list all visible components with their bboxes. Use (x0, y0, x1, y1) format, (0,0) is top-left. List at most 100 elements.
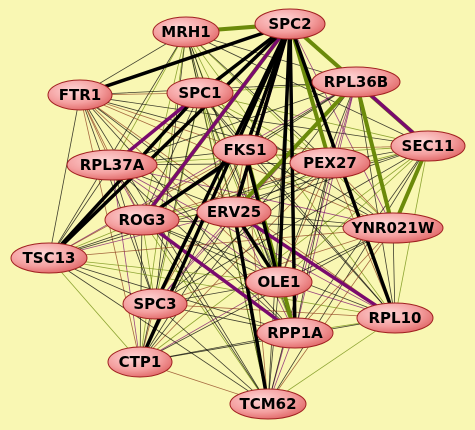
node-label: PEX27 (303, 154, 357, 172)
node-ellipse (152, 16, 220, 48)
node-sec11[interactable]: SEC11 (390, 130, 466, 162)
node-label: MRH1 (161, 23, 210, 41)
node-ellipse (66, 149, 158, 181)
node-ellipse (47, 79, 113, 111)
node-ellipse (166, 77, 234, 109)
network-edge (139, 211, 235, 363)
node-label: RPL36B (324, 73, 388, 91)
network-edge-heavy (47, 22, 292, 260)
node-ellipse (245, 266, 313, 298)
network-edge (48, 227, 394, 259)
node-ellipse (10, 242, 88, 274)
network-edge (199, 92, 429, 147)
network-edge (294, 162, 331, 334)
node-label: TCM62 (239, 395, 296, 413)
node-fks1[interactable]: FKS1 (212, 134, 278, 166)
network-edge (199, 92, 396, 319)
node-spc1[interactable]: SPC1 (166, 77, 234, 109)
node-ellipse (356, 302, 434, 334)
network-edge (48, 257, 269, 405)
node-label: OLE1 (258, 273, 301, 291)
node-label: TSC13 (23, 249, 76, 267)
node-pex27[interactable]: PEX27 (289, 147, 371, 179)
network-edge (154, 162, 331, 305)
node-label: SPC3 (133, 295, 176, 313)
node-rog3[interactable]: ROG3 (104, 204, 180, 236)
network-edge-heavy (277, 22, 292, 284)
network-edge (141, 145, 429, 221)
node-label: SEC11 (402, 137, 455, 155)
node-spc3[interactable]: SPC3 (122, 288, 188, 320)
network-edge (154, 31, 187, 305)
network-edge (154, 303, 269, 405)
node-rpl36b[interactable]: RPL36B (311, 66, 401, 98)
node-spc2[interactable]: SPC2 (254, 8, 326, 40)
network-edge (139, 281, 280, 363)
network-edge-strong (140, 218, 297, 335)
network-edge (79, 94, 156, 305)
node-rpl37a[interactable]: RPL37A (66, 149, 158, 181)
node-ellipse (196, 196, 272, 228)
network-edge (199, 92, 269, 405)
node-ellipse (289, 147, 371, 179)
network-edge (154, 303, 396, 319)
network-edge (111, 164, 394, 229)
node-tcm62[interactable]: TCM62 (229, 388, 307, 420)
network-edge (111, 164, 296, 334)
node-ellipse (104, 204, 180, 236)
node-erv25[interactable]: ERV25 (196, 196, 272, 228)
network-edge (48, 257, 141, 363)
node-label: ROG3 (118, 211, 165, 229)
network-edge (278, 162, 331, 283)
node-ellipse (122, 288, 188, 320)
network-edge (185, 31, 394, 229)
node-mrh1[interactable]: MRH1 (152, 16, 220, 48)
network-edge (267, 317, 396, 405)
network-edge (48, 81, 357, 259)
node-label: FTR1 (59, 86, 101, 104)
node-label: SPC2 (268, 15, 311, 33)
node-ellipse (254, 8, 326, 40)
network-edge (48, 164, 113, 259)
node-label: SPC1 (178, 84, 221, 102)
node-ellipse (107, 346, 173, 378)
node-label: CTP1 (119, 353, 162, 371)
node-ynr021w[interactable]: YNR021W (342, 212, 444, 244)
node-ellipse (229, 388, 307, 420)
network-edge (267, 145, 429, 405)
network-edge-strong (232, 210, 397, 320)
node-rpl10[interactable]: RPL10 (356, 302, 434, 334)
network-edge-heavy (232, 22, 292, 214)
network-edge (48, 257, 280, 283)
node-ole1[interactable]: OLE1 (245, 266, 313, 298)
node-ftr1[interactable]: FTR1 (47, 79, 113, 111)
node-ellipse (256, 317, 334, 349)
node-label: RPL37A (80, 156, 145, 174)
network-edge (48, 31, 187, 259)
node-label: RPP1A (267, 324, 323, 342)
node-ellipse (212, 134, 278, 166)
network-edge (79, 94, 141, 363)
network-edge (294, 227, 394, 334)
node-label: ERV25 (207, 203, 261, 221)
node-ellipse (311, 66, 401, 98)
node-ellipse (342, 212, 444, 244)
node-label: YNR021W (351, 219, 435, 237)
network-edge (111, 164, 141, 363)
network-edge-strong (140, 22, 292, 222)
network-edge-heavy (232, 210, 270, 406)
network-edge (355, 81, 396, 319)
node-rpp1a[interactable]: RPP1A (256, 317, 334, 349)
network-edge-strong (354, 80, 395, 230)
node-tsc13[interactable]: TSC13 (10, 242, 88, 274)
network-edge (48, 257, 396, 319)
node-ctp1[interactable]: CTP1 (107, 346, 173, 378)
node-label: FKS1 (223, 141, 266, 159)
network-edge (48, 94, 81, 259)
network-edge (79, 94, 269, 405)
network-edge (141, 219, 269, 405)
network-edge (111, 31, 187, 166)
network-edge (267, 81, 357, 405)
